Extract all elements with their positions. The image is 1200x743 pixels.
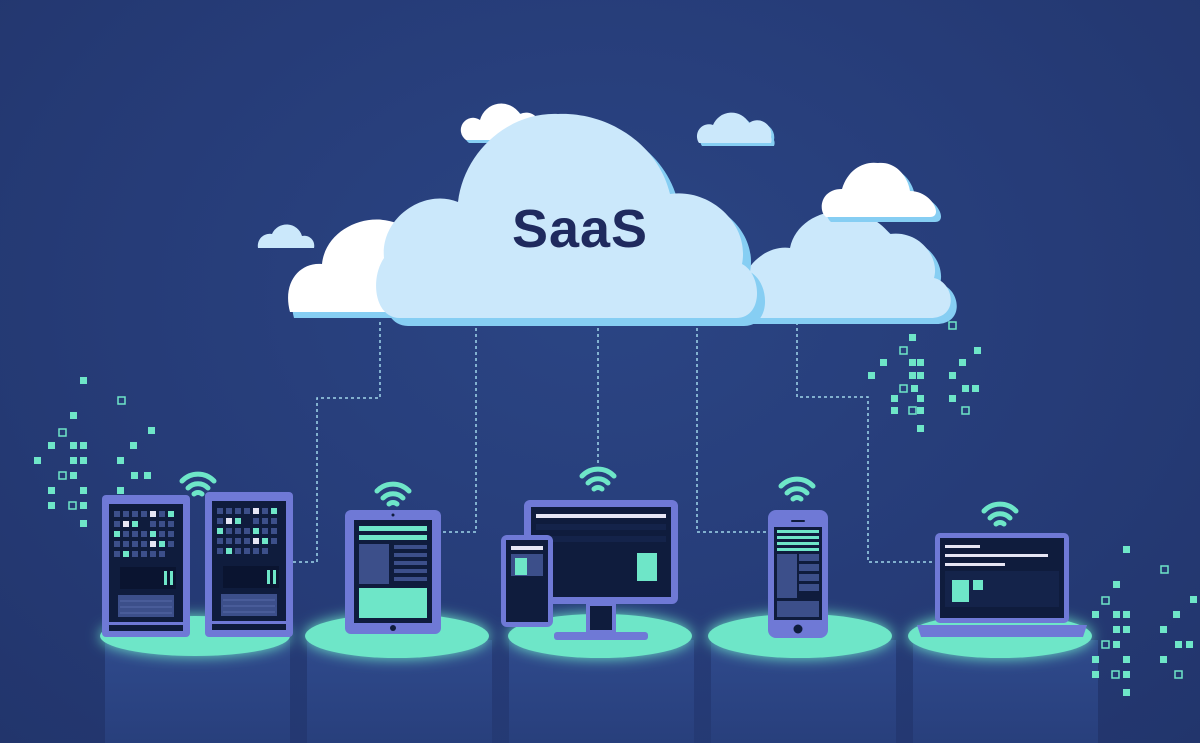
wifi-icon bbox=[374, 481, 412, 507]
central-cloud bbox=[376, 113, 766, 327]
small-cloud-left bbox=[257, 224, 315, 248]
small-cloud-top-right bbox=[696, 112, 775, 146]
smartphone-icon bbox=[501, 535, 553, 627]
wifi-icon bbox=[579, 466, 617, 492]
wifi-icons bbox=[179, 466, 1019, 527]
cloud-right bbox=[738, 210, 957, 324]
laptop-icon bbox=[917, 533, 1087, 637]
small-cloud-right bbox=[821, 162, 942, 222]
data-bits-left bbox=[34, 377, 155, 527]
monitor-icon bbox=[524, 500, 678, 640]
data-bits-right-upper bbox=[868, 334, 981, 432]
tablet-icon bbox=[345, 510, 441, 634]
smartphone-icon bbox=[768, 510, 828, 638]
data-bits-right-lower bbox=[1092, 546, 1197, 696]
server-icon bbox=[102, 492, 293, 637]
data-bits-left-outline bbox=[58, 396, 126, 510]
data-bits-right-upper-outline bbox=[899, 321, 970, 415]
wifi-icon bbox=[778, 476, 816, 502]
saas-title: SaaS bbox=[511, 199, 649, 259]
data-bits-right-lower-outline bbox=[1101, 565, 1183, 679]
wifi-icon bbox=[981, 501, 1019, 527]
wifi-icon bbox=[179, 471, 217, 497]
network-connectors bbox=[292, 322, 935, 563]
